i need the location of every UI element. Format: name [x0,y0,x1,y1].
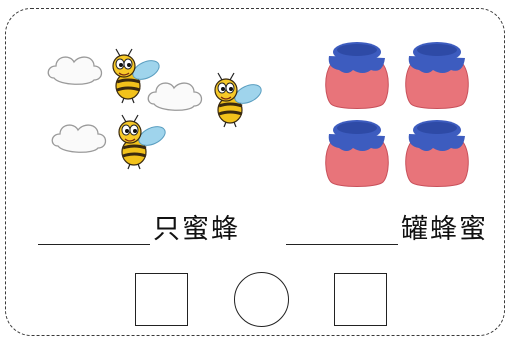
answer-circle-compare[interactable] [234,272,289,327]
label-honey: 罐蜂蜜 [401,214,488,245]
bee-icon [117,113,170,171]
worksheet-card [5,8,505,336]
bee-icon [213,71,266,129]
answer-blank-bees[interactable] [38,244,150,245]
answer-blank-honey[interactable] [286,244,398,245]
answer-box-right[interactable] [334,273,387,326]
cloud-icon [147,82,203,111]
honey-jar-icon [405,119,469,187]
cloud-icon [47,56,103,85]
label-bees: 只蜜蜂 [153,214,240,245]
honey-jar-icon [325,41,389,109]
cloud-icon [51,124,107,153]
honey-jar-icon [405,41,469,109]
honey-jar-icon [325,119,389,187]
answer-box-left[interactable] [135,273,188,326]
